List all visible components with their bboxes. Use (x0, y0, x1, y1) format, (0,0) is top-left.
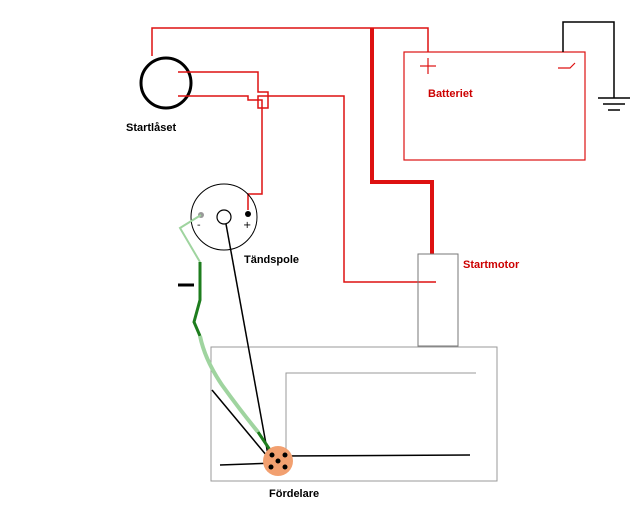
coil-center-terminal (216, 209, 232, 225)
wire-switch-to-starter (178, 71, 436, 283)
distributor-terminal (282, 452, 288, 458)
distributor-terminal (275, 458, 281, 464)
battery-plus-icon (420, 58, 436, 74)
distributor-wire-right (281, 454, 471, 457)
ground-icon (598, 97, 630, 111)
distributor-label: Fördelare (269, 488, 319, 500)
ignition-lead (225, 223, 269, 456)
wire-coil-minus-dark (192, 262, 202, 337)
distributor-terminal (269, 452, 275, 458)
ground-wire (562, 21, 615, 98)
main-battery-cable (370, 28, 434, 254)
wire-coil-minus-light (178, 214, 202, 263)
ignition-coil (190, 183, 258, 251)
coil-minus-symbol: - (197, 220, 201, 231)
coil-plus-symbol: + (243, 220, 251, 231)
engine-block (210, 346, 498, 482)
distributor-wire-upper (211, 389, 273, 463)
ignition-switch-label: Startlåset (126, 122, 176, 134)
wire-battery-to-switch (151, 27, 429, 56)
engine-inner-line (285, 372, 476, 456)
coil-plus-terminal (245, 211, 251, 217)
ignition-coil-label: Tändspole (244, 254, 299, 266)
battery-label: Batteriet (428, 88, 473, 100)
distributor-terminal (268, 464, 274, 470)
starter-motor-label: Startmotor (463, 259, 520, 271)
distributor-terminal (282, 464, 288, 470)
ignition-switch (139, 56, 193, 110)
starter-motor (417, 253, 459, 347)
wire-coil-minus-lower-light (198, 335, 260, 434)
battery-minus-icon (558, 62, 576, 69)
wire-switch-to-coil (178, 95, 263, 210)
battery-box (403, 51, 586, 161)
